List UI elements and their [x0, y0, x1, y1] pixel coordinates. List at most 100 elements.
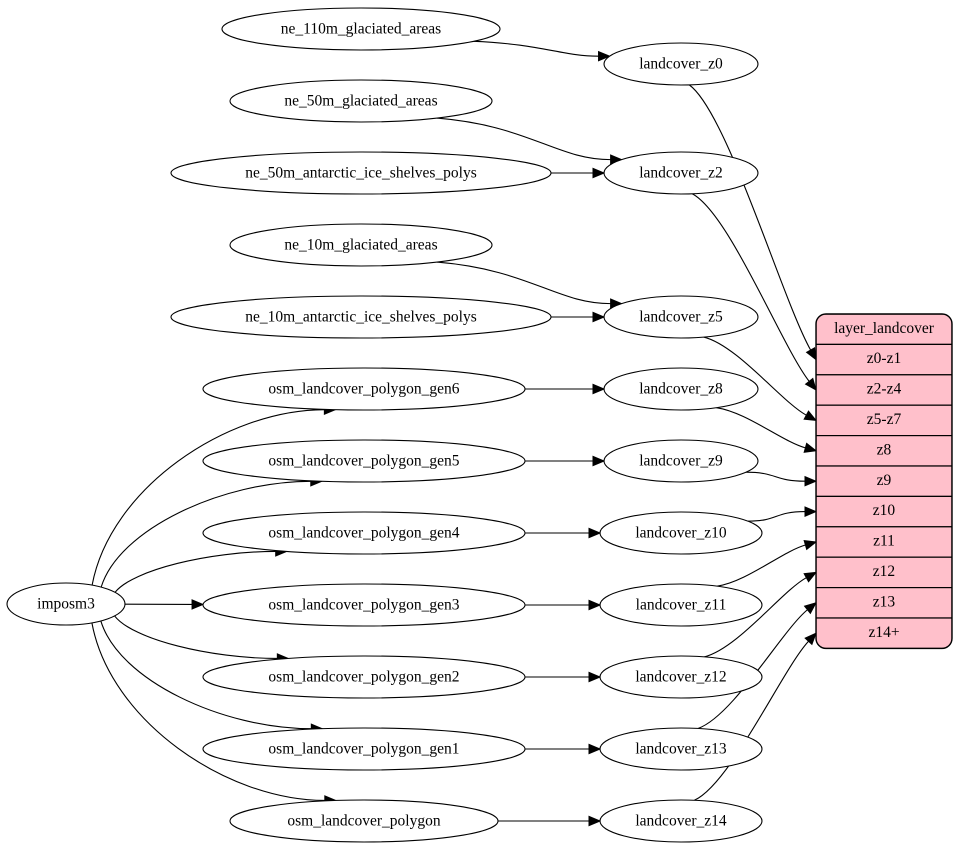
node-shape: [170, 151, 552, 195]
edge-arrowhead: [592, 167, 606, 179]
node-label: landcover_z10: [635, 525, 726, 542]
table-row-label: z14+: [868, 624, 899, 641]
node-label: osm_landcover_polygon_gen3: [268, 597, 459, 614]
graph-node-landcover_z8[interactable]: landcover_z8: [603, 367, 759, 411]
edge-osm_landcover_polygon_gen5-to-landcover_z9: [525, 455, 606, 467]
node-label: ne_10m_antarctic_ice_shelves_polys: [245, 309, 477, 326]
node-shape: [603, 367, 759, 411]
graph-node-osm_landcover_polygon_gen3[interactable]: osm_landcover_polygon_gen3: [202, 583, 526, 627]
graph-node-osm_landcover_polygon_gen4[interactable]: osm_landcover_polygon_gen4: [202, 511, 526, 555]
edge-arrowhead: [803, 540, 818, 551]
edge-landcover_z11-to-z11: [717, 540, 818, 587]
edge-line: [436, 261, 611, 305]
table-row-label: z11: [873, 533, 895, 550]
edge-landcover_z9-to-z9: [746, 471, 818, 487]
node-shape: [202, 727, 526, 771]
edge-osm_landcover_polygon_gen2-to-landcover_z12: [525, 671, 602, 683]
node-shape: [202, 583, 526, 627]
edge-line: [717, 544, 806, 587]
table-row-cell: [816, 556, 952, 589]
edge-line: [91, 622, 325, 802]
graph-node-ne_50m_glaciated_areas[interactable]: ne_50m_glaciated_areas: [229, 79, 493, 123]
node-label: osm_landcover_polygon_gen6: [268, 381, 459, 398]
edge-line: [716, 407, 806, 449]
graph-node-ne_110m_glaciated_areas[interactable]: ne_110m_glaciated_areas: [221, 7, 501, 51]
node-label: ne_50m_antarctic_ice_shelves_polys: [245, 165, 477, 182]
table-row-cell: [816, 495, 952, 528]
edge-line: [704, 577, 807, 658]
edge-arrowhead: [588, 743, 602, 755]
edge-osm_landcover_polygon_gen1-to-landcover_z13: [524, 743, 602, 755]
edge-line: [100, 620, 312, 730]
graph-node-osm_landcover_polygon_gen5[interactable]: osm_landcover_polygon_gen5: [202, 439, 526, 483]
edge-osm_landcover_polygon_gen4-to-landcover_z10: [525, 527, 602, 539]
graph-node-osm_landcover_polygon_gen1[interactable]: osm_landcover_polygon_gen1: [202, 727, 526, 771]
table-row-cell: [816, 404, 952, 437]
graph-node-landcover_z10[interactable]: landcover_z10: [599, 511, 763, 555]
table-row-label: z8: [877, 441, 892, 458]
graph-node-imposm3[interactable]: imposm3: [6, 582, 126, 626]
graph-node-ne_10m_antarctic_ice_shelves_polys[interactable]: ne_10m_antarctic_ice_shelves_polys: [170, 295, 552, 339]
node-label: ne_110m_glaciated_areas: [281, 21, 441, 38]
graph-node-osm_landcover_polygon_gen2[interactable]: osm_landcover_polygon_gen2: [202, 655, 526, 699]
edge-arrowhead: [804, 506, 818, 517]
edge-osm_landcover_polygon_gen3-to-landcover_z11: [525, 599, 602, 611]
node-label: landcover_z13: [635, 741, 726, 758]
node-label: landcover_z0: [639, 56, 723, 73]
node-label: imposm3: [37, 596, 95, 613]
edge-line: [703, 336, 807, 416]
node-layer: imposm3 ne_110m_glaciated_areas ne_50m_gla…: [6, 7, 763, 843]
graph-node-landcover_z14[interactable]: landcover_z14: [599, 799, 763, 843]
layer-landcover-table: layer_landcoverz0-z1z2-z4z5-z7z8z9z10z11…: [815, 313, 953, 650]
node-label: landcover_z12: [635, 669, 726, 686]
edge-arrowhead: [588, 527, 602, 539]
node-label: ne_50m_glaciated_areas: [284, 93, 437, 110]
edge-arrowhead: [588, 671, 602, 683]
graph-node-landcover_z0[interactable]: landcover_z0: [603, 42, 759, 86]
graph-node-osm_landcover_polygon[interactable]: osm_landcover_polygon: [229, 799, 499, 843]
edge-line: [691, 193, 810, 382]
edge-arrowhead: [803, 410, 818, 422]
edge-line: [114, 615, 278, 660]
edge-imposm3-to-osm_landcover_polygon_gen6: [91, 404, 337, 586]
graph-node-landcover_z2[interactable]: landcover_z2: [603, 151, 759, 195]
node-shape: [202, 511, 526, 555]
graph-node-osm_landcover_polygon_gen6[interactable]: osm_landcover_polygon_gen6: [202, 367, 526, 411]
edge-arrowhead: [588, 599, 602, 611]
node-shape: [603, 295, 759, 339]
edge-imposm3-to-osm_landcover_polygon_gen3: [124, 599, 205, 610]
edge-line: [746, 471, 806, 482]
graph-node-landcover_z9[interactable]: landcover_z9: [603, 439, 759, 483]
edge-osm_landcover_polygon-to-landcover_z14: [498, 815, 602, 827]
edge-arrowhead: [803, 442, 818, 453]
edge-imposm3-to-osm_landcover_polygon_gen4: [114, 546, 288, 593]
node-shape: [599, 799, 763, 843]
graph-node-ne_10m_glaciated_areas[interactable]: ne_10m_glaciated_areas: [229, 223, 493, 267]
graph-node-landcover_z13[interactable]: landcover_z13: [599, 727, 763, 771]
node-label: osm_landcover_polygon_gen5: [268, 453, 459, 470]
table-row-label: z13: [873, 593, 896, 610]
graph-node-landcover_z12[interactable]: landcover_z12: [599, 655, 763, 699]
edge-line: [114, 550, 276, 593]
node-label: landcover_z8: [639, 381, 723, 398]
graph-node-ne_50m_antarctic_ice_shelves_polys[interactable]: ne_50m_antarctic_ice_shelves_polys: [170, 151, 552, 195]
table-header-label: layer_landcover: [834, 320, 935, 337]
edge-line: [100, 480, 311, 588]
node-shape: [229, 223, 493, 267]
edge-arrowhead: [588, 815, 602, 827]
graph-node-landcover_z5[interactable]: landcover_z5: [603, 295, 759, 339]
node-shape: [603, 151, 759, 195]
graph-node-landcover_z11[interactable]: landcover_z11: [599, 583, 763, 627]
edge-arrowhead: [803, 571, 818, 583]
edge-arrowhead: [804, 377, 817, 392]
edge-arrowhead: [592, 311, 606, 323]
node-shape: [599, 511, 763, 555]
edge-layer: [91, 40, 818, 827]
edge-osm_landcover_polygon_gen6-to-landcover_z8: [525, 383, 606, 395]
edge-imposm3-to-osm_landcover_polygon: [91, 622, 338, 806]
table-row-label: z5-z7: [867, 411, 902, 428]
edge-arrowhead: [804, 632, 817, 646]
edge-arrowhead: [805, 346, 817, 361]
node-shape: [599, 655, 763, 699]
